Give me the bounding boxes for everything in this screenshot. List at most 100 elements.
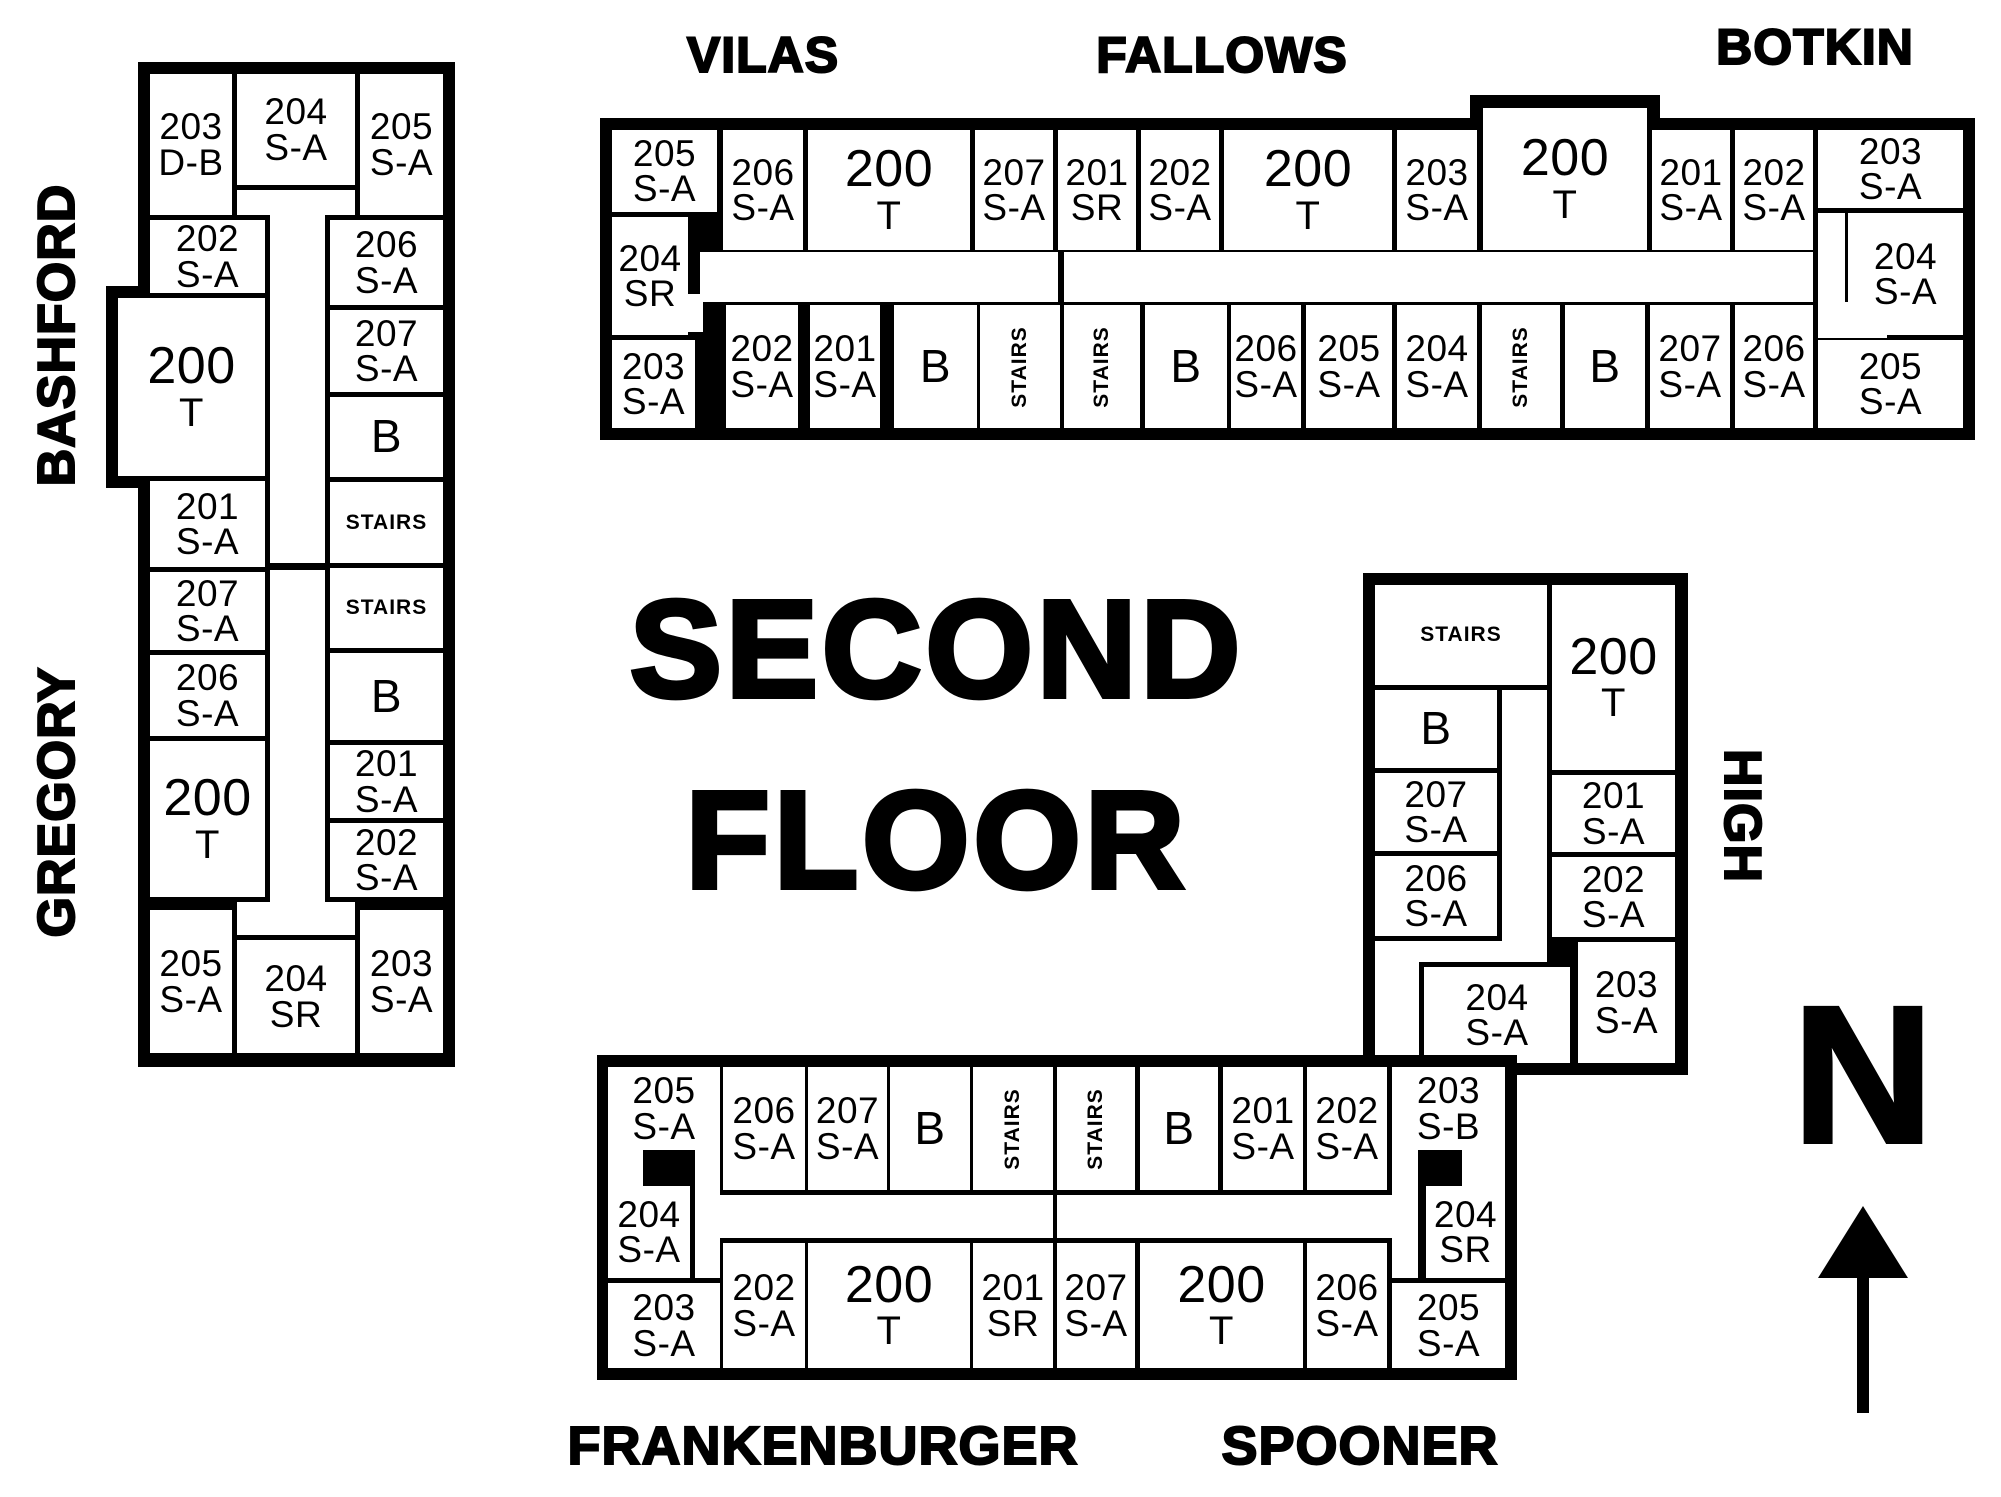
room-stairs: STAIRS bbox=[330, 482, 443, 563]
north-label: N bbox=[1791, 964, 1936, 1186]
room-type-label: S-A bbox=[159, 978, 223, 1020]
room-label: 201 bbox=[981, 1267, 1045, 1309]
building-label-gregory: GREGORY bbox=[27, 666, 87, 939]
room-type-label: S-A bbox=[617, 1229, 681, 1270]
room-type-label: S-A bbox=[1404, 893, 1468, 934]
room-type-label: T bbox=[1209, 1309, 1234, 1354]
room-type-label: S-A bbox=[354, 259, 419, 301]
room-b: B bbox=[330, 653, 443, 740]
room-label: 206 bbox=[732, 1090, 796, 1132]
room-label: 204 bbox=[1465, 976, 1529, 1018]
room-label: 203 bbox=[1405, 151, 1469, 193]
room-label: 202 bbox=[1742, 151, 1806, 193]
north-arrow-stem bbox=[1857, 1276, 1869, 1413]
room-type-label: S-A bbox=[1064, 1302, 1128, 1344]
vilas-fallows-botkin-corridor bbox=[1818, 213, 1845, 338]
room-type-label: S-A bbox=[1234, 363, 1298, 405]
room-label: 200 bbox=[844, 1255, 934, 1314]
room-type-label: S-A bbox=[982, 187, 1046, 228]
room-label: 201 bbox=[1659, 151, 1723, 193]
room-type-label: S-A bbox=[730, 363, 794, 405]
room-b: B bbox=[1375, 690, 1497, 768]
room-label: 201 bbox=[1231, 1090, 1295, 1132]
page-title-line2: FLOOR bbox=[683, 761, 1189, 920]
room-type-label: S-A bbox=[354, 778, 419, 820]
room-type-label: D-B bbox=[158, 141, 224, 183]
room-type-label: S-A bbox=[1594, 999, 1659, 1041]
room-label: 200 bbox=[1569, 627, 1658, 686]
room-label: 206 bbox=[175, 657, 240, 699]
room-label: STAIRS bbox=[1420, 623, 1502, 647]
room-type-label: T bbox=[1295, 193, 1321, 238]
room-label: 202 bbox=[175, 218, 240, 260]
room-label: 206 bbox=[731, 151, 795, 193]
bashford-gregory-corridor bbox=[270, 570, 325, 935]
room-type-label: S-A bbox=[1742, 363, 1806, 405]
room-label: 203 bbox=[621, 345, 686, 387]
room-label: STAIRS bbox=[345, 510, 428, 534]
room-type-label: T bbox=[1601, 681, 1626, 726]
room-type-label: SR bbox=[1070, 187, 1124, 228]
room-label: B bbox=[1163, 1101, 1195, 1154]
room-label: 205 bbox=[1317, 328, 1381, 370]
room-label: 206 bbox=[1315, 1267, 1379, 1309]
room-type-label: S-A bbox=[1315, 1302, 1379, 1344]
room-label: 206 bbox=[1742, 328, 1806, 370]
room-type-label: T bbox=[195, 822, 220, 867]
room-type-label: S-A bbox=[1405, 187, 1469, 228]
room-label: 200 bbox=[1520, 129, 1610, 188]
room-label: 202 bbox=[730, 328, 794, 370]
room-type-label: S-A bbox=[1315, 1125, 1379, 1167]
room-stairs: STAIRS bbox=[1064, 305, 1140, 428]
room-type-label: S-A bbox=[1231, 1125, 1295, 1167]
room-label: 207 bbox=[815, 1090, 880, 1132]
room-type-label: S-A bbox=[1465, 1012, 1529, 1053]
room-label: 203 bbox=[1416, 1070, 1481, 1112]
room-type-label: S-A bbox=[369, 141, 434, 183]
room-b: B bbox=[330, 397, 443, 477]
frankenburger-spooner-corridor bbox=[608, 1150, 643, 1186]
room-type-label: S-A bbox=[354, 857, 419, 898]
room-type-label: S-A bbox=[1405, 363, 1469, 405]
room-label: B bbox=[1589, 339, 1621, 392]
building-label-frankenburger: FRANKENBURGER bbox=[567, 1415, 1079, 1477]
room-label: 204 bbox=[618, 237, 682, 279]
high-corridor bbox=[1502, 690, 1547, 942]
room-label: 203 bbox=[632, 1287, 696, 1329]
room-label: 207 bbox=[175, 572, 240, 614]
room-label: 205 bbox=[1416, 1287, 1481, 1329]
room-label: 205 bbox=[159, 943, 223, 985]
room-stairs: STAIRS bbox=[980, 305, 1060, 428]
room-type-label: S-A bbox=[621, 381, 686, 422]
room-type-label: SR bbox=[269, 993, 323, 1035]
room-label: B bbox=[1170, 339, 1202, 392]
room-type-label: T bbox=[876, 1309, 902, 1354]
room-type-label: S-A bbox=[264, 126, 328, 168]
room-b: B bbox=[894, 305, 977, 428]
